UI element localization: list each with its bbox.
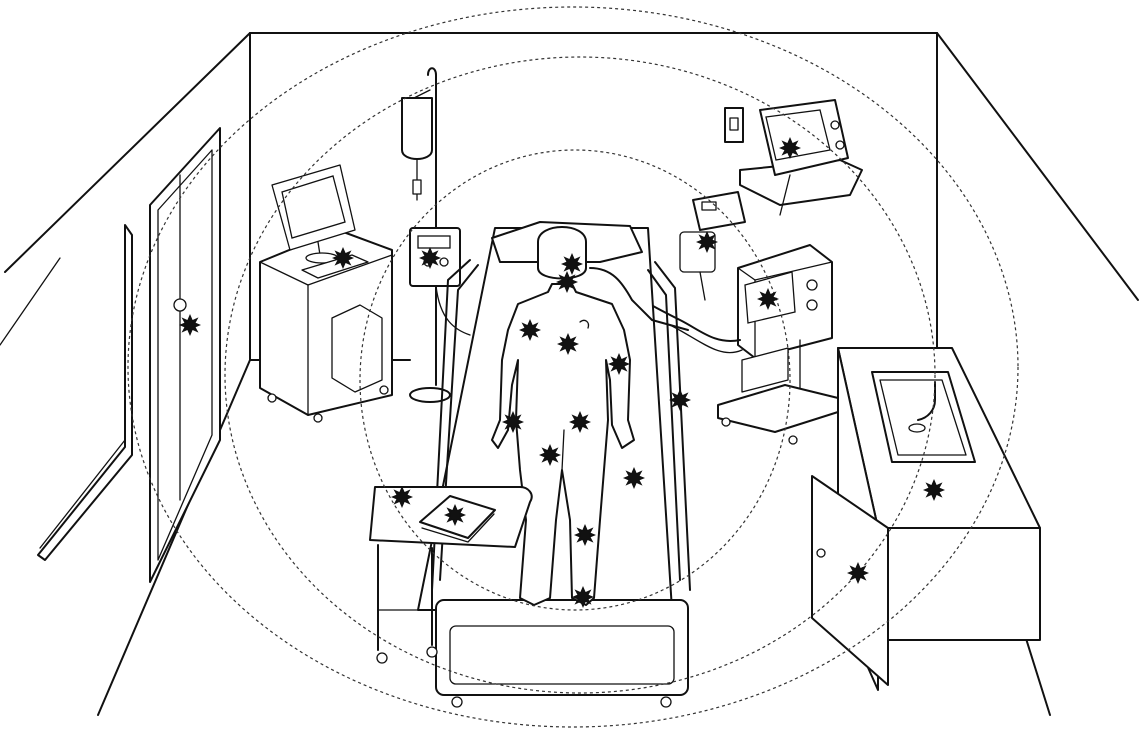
patient (491, 226, 689, 606)
room-walls (0, 32, 1139, 716)
zone-ring-outer (127, 6, 1019, 728)
entry-door (149, 127, 221, 583)
keyboard (301, 254, 369, 279)
bed-footboard (435, 599, 689, 696)
door-knob (173, 298, 187, 312)
iv-bag (401, 97, 433, 160)
window (37, 224, 133, 561)
sink-basin (871, 371, 976, 463)
wall-mounted-monitor (739, 99, 863, 216)
zone-ring-inner (359, 149, 791, 611)
iv-pole-with-infusion-pump (401, 67, 471, 403)
pc-tower (331, 304, 383, 393)
wall-outlet (724, 107, 744, 143)
cabinet-door (811, 475, 889, 686)
sink-cabinet (811, 347, 1041, 691)
computer-cart (259, 164, 393, 423)
zone-rings (127, 6, 1019, 728)
zone-ring-middle (224, 56, 936, 694)
